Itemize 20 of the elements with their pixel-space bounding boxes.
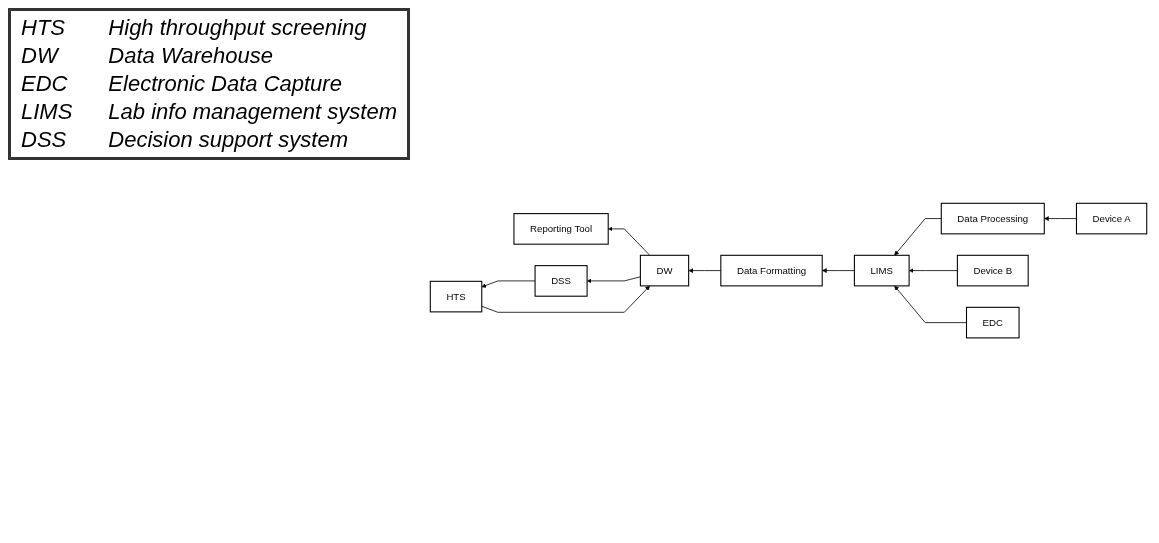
node-box: Device A	[1075, 202, 1148, 235]
definition-text: Decision support system	[108, 127, 349, 153]
node-box: EDC	[965, 306, 1020, 339]
node-box: Data Processing	[940, 202, 1045, 235]
abbreviation-text: EDC	[21, 71, 69, 97]
node-box: Data Formatting	[720, 254, 823, 287]
abbreviation-text: LIMS	[21, 99, 73, 125]
abbreviation-text: DSS	[21, 127, 68, 153]
definition-text: Data Warehouse	[108, 43, 275, 69]
abbreviation-text: DW	[21, 43, 61, 69]
definition-text: Lab info management system	[108, 99, 397, 125]
node-box: DW	[639, 254, 690, 287]
node-box: Reporting Tool	[513, 213, 609, 245]
definition-text: High throughput screening	[108, 15, 368, 41]
node-box: DSS	[534, 265, 588, 297]
node-box: LIMS	[853, 254, 910, 287]
node-box: Device B	[956, 254, 1029, 287]
node-box: HTS	[429, 280, 483, 313]
definition-text: Electronic Data Capture	[108, 71, 343, 97]
abbreviation-text: HTS	[21, 15, 66, 41]
